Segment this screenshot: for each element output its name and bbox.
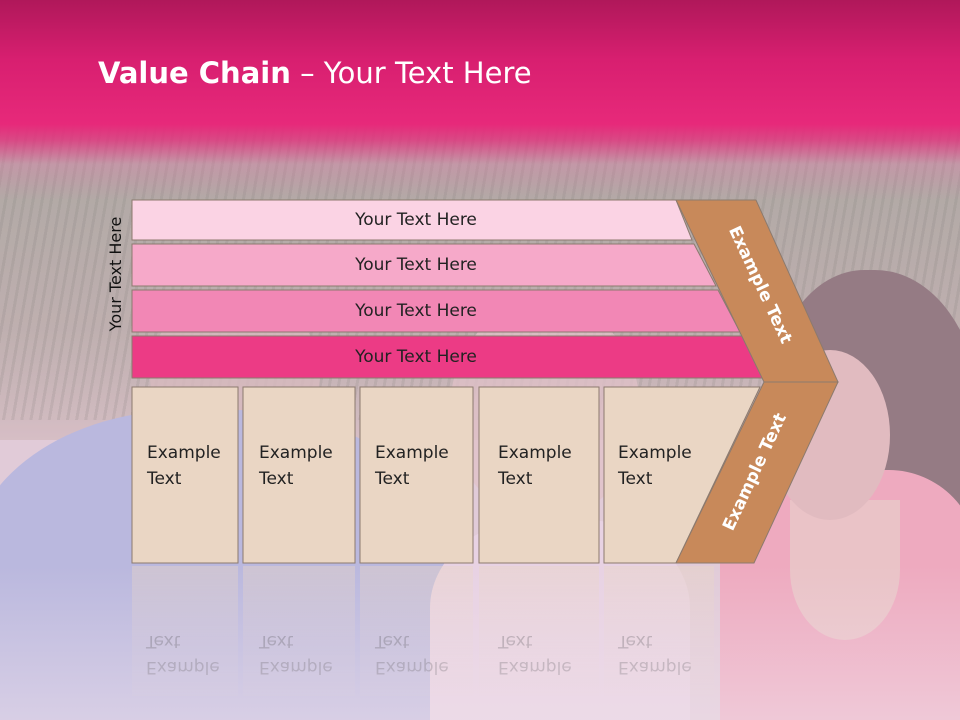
chevron-bottom[interactable] [675, 381, 839, 564]
cell-text-4: Example Text [498, 440, 572, 492]
row-band-1[interactable] [131, 199, 693, 241]
slide-title-bold: Value Chain [98, 56, 291, 90]
cell-text-2-line2: Text [259, 469, 294, 489]
cell-text-1: Example Text [147, 440, 221, 492]
row-label-1: Your Text Here [355, 210, 477, 230]
row-label-2: Your Text Here [355, 255, 477, 275]
cell-box-3[interactable] [359, 386, 474, 564]
header-band [0, 0, 960, 200]
row-label-3: Your Text Here [355, 301, 477, 321]
slide-title-rest: – Your Text Here [290, 56, 532, 90]
cell-text-3-line2: Text [375, 469, 410, 489]
cell-text-2-line1: Example [259, 443, 333, 463]
cell-box-4[interactable] [478, 386, 600, 564]
cell-text-5-line1: Example [618, 443, 692, 463]
reflection-fade [0, 566, 960, 720]
cell-text-2: Example Text [259, 440, 333, 492]
row-band-2[interactable] [131, 243, 717, 287]
cell-text-4-line1: Example [498, 443, 572, 463]
cell-box-2[interactable] [242, 386, 356, 564]
cell-text-5-line2: Text [618, 469, 653, 489]
cell-text-1-line2: Text [147, 469, 182, 489]
cell-text-1-line1: Example [147, 443, 221, 463]
cell-text-4-line2: Text [498, 469, 533, 489]
cell-text-3: Example Text [375, 440, 449, 492]
slide-title[interactable]: Value Chain – Your Text Here [98, 56, 532, 90]
row-label-4: Your Text Here [355, 347, 477, 367]
cell-text-5: Example Text [618, 440, 692, 492]
cell-box-1[interactable] [131, 386, 239, 564]
cell-text-3-line1: Example [375, 443, 449, 463]
